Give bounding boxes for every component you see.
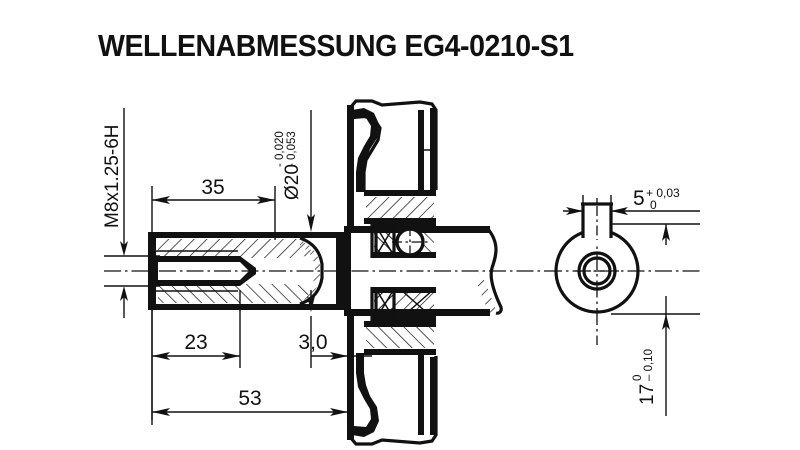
shaft-break-line [476, 228, 503, 315]
dimension-keyway-width: 5 + 0,03 0 [563, 186, 700, 230]
dimension-3-0-label: 3,0 [298, 331, 327, 354]
dimension-keyway-width-tol-lower: 0 [650, 198, 657, 212]
dimension-diameter-20-label: Ø20 [282, 164, 303, 200]
dimension-diameter-20: Ø20 - 0,020 - 0,053 [274, 110, 315, 312]
threaded-bore [150, 250, 256, 292]
section-view [104, 99, 545, 446]
dimension-23-label: 23 [184, 331, 207, 354]
dimension-53: 53 [151, 310, 349, 425]
dimension-53-label: 53 [238, 387, 261, 410]
dimension-keyway-width-tol-upper: + 0,03 [646, 186, 680, 200]
hatch-lower-shaft [158, 284, 312, 303]
dimension-thread: M8x1.25-6H [102, 108, 160, 318]
page-title: WELLENABMESSUNG EG4-0210-S1 [98, 28, 574, 63]
dimension-35: 35 [151, 176, 276, 240]
shaft-small-step [148, 232, 340, 310]
housing-bearing-assembly [347, 99, 438, 446]
dimension-keyway-depth-label: 17 [637, 384, 658, 405]
dimension-thread-label: M8x1.25-6H [102, 125, 123, 229]
dimension-diameter-20-tol-lower: - 0,053 [286, 131, 298, 167]
dimension-35-label: 35 [201, 176, 224, 199]
shaft-shoulder [336, 232, 344, 310]
hatch-upper-shaft [158, 239, 312, 258]
dimension-keyway-depth: 17 0 – 0,10 [611, 223, 700, 416]
dimension-keyway-depth-tol-upper: 0 [632, 375, 644, 381]
dimension-keyway-depth-tol-lower: – 0,10 [643, 349, 655, 381]
dimension-keyway-width-label: 5 [633, 187, 645, 210]
end-view: 5 + 0,03 0 17 0 – 0,10 [545, 186, 700, 416]
dimension-diameter-20-tol-upper: - 0,020 [274, 131, 286, 167]
